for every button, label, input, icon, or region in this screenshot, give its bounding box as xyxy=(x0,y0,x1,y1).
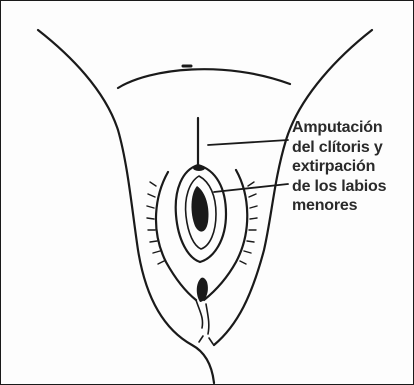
pointer-line-top xyxy=(208,140,288,145)
clitoris-remnant xyxy=(193,165,205,171)
wound-core xyxy=(191,186,208,232)
annotation-line-4: de los labios xyxy=(292,177,410,197)
annotation-line-3: extirpación xyxy=(292,157,410,177)
right-hatching xyxy=(240,182,257,264)
pubic-curve xyxy=(118,69,290,88)
annotation-line-1: Amputación xyxy=(292,118,410,138)
annotation-label: Amputación del clítoris y extirpación de… xyxy=(292,118,410,216)
annotation-line-2: del clítoris y xyxy=(292,138,410,158)
pointer-line-bottom xyxy=(214,184,288,192)
lower-stitches xyxy=(196,300,213,344)
annotation-line-5: menores xyxy=(292,196,410,216)
